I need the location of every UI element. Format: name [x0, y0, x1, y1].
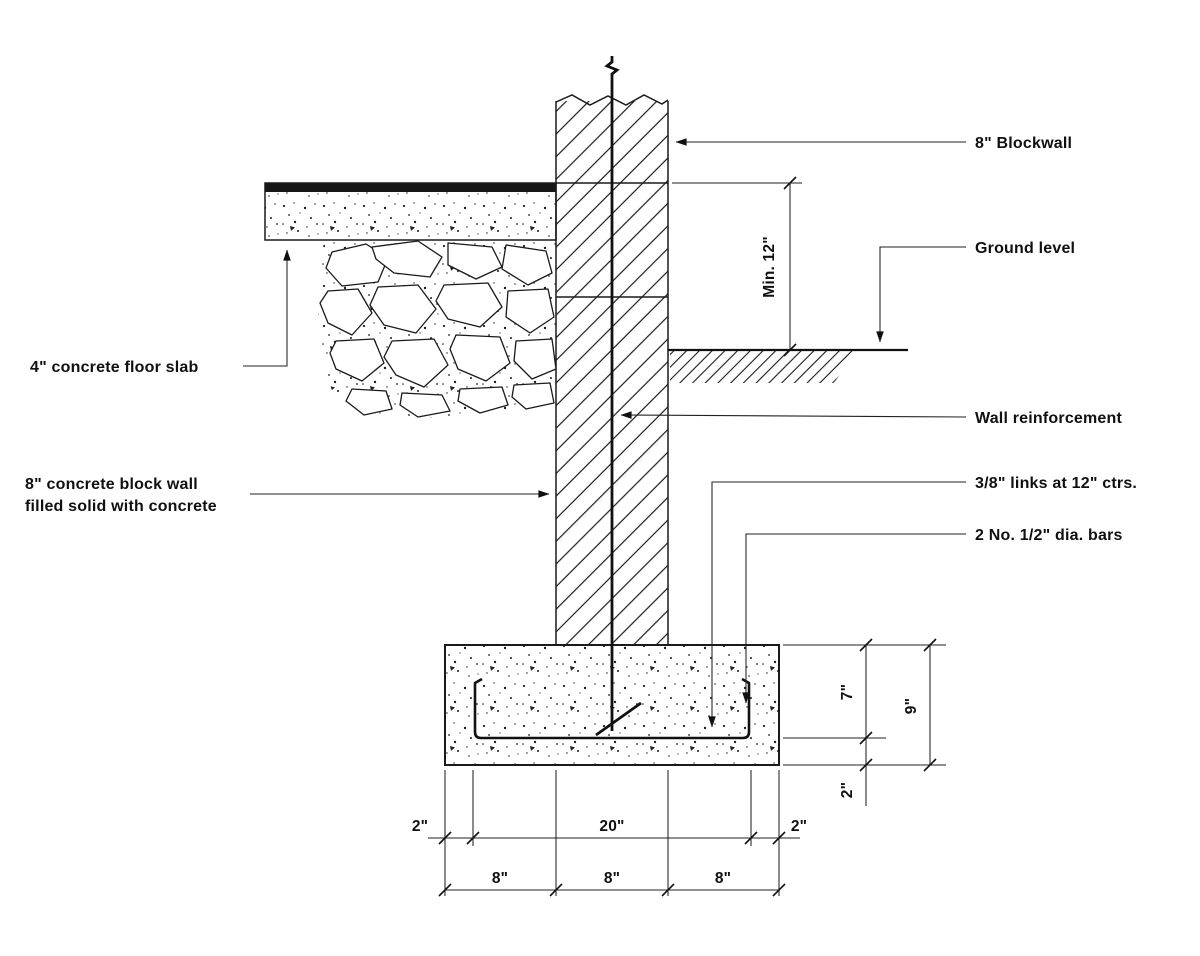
- hardcore-rubble: [318, 240, 557, 418]
- dim-text-20in: 20": [599, 818, 624, 835]
- dim-text-min-12: Min. 12": [761, 236, 778, 298]
- stone: [325, 243, 389, 287]
- stone: [369, 284, 437, 334]
- dim-footing-width: 2" 20" 2" 8" 8" 8": [412, 770, 807, 897]
- label-blockwall: 8" Blockwall: [975, 135, 1072, 152]
- stone: [449, 334, 511, 382]
- stone: [371, 240, 443, 278]
- stone: [501, 244, 553, 286]
- label-ground-level: Ground level: [975, 240, 1075, 257]
- stone: [511, 382, 555, 410]
- leader-bars: [742, 533, 966, 704]
- label-bars: 2 No. 1/2" dia. bars: [975, 527, 1123, 544]
- stone: [383, 338, 449, 388]
- dim-text-9in: 9": [903, 698, 920, 714]
- wall-top-break-line: [555, 94, 669, 106]
- dim-min-12: Min. 12": [672, 176, 802, 357]
- leader-links: [708, 481, 966, 728]
- label-block-wall-line2: filled solid with concrete: [25, 498, 217, 515]
- leader-lines: [243, 138, 967, 728]
- dim-text-2in-right: 2": [791, 818, 807, 835]
- stone: [345, 388, 393, 416]
- stone: [329, 338, 385, 382]
- dim-text-2in-cover: 2": [839, 782, 856, 798]
- footing-link-bar: [473, 677, 751, 740]
- leader-wall-reinforcement: [620, 411, 967, 419]
- dim-text-2in-left: 2": [412, 818, 428, 835]
- stone: [319, 288, 373, 336]
- dim-text-8in-left: 8": [492, 870, 508, 887]
- dim-footing-depth: 7" 2" 9": [783, 638, 946, 806]
- label-wall-reinforcement: Wall reinforcement: [975, 410, 1123, 427]
- stone: [435, 282, 503, 328]
- leader-ground-level: [876, 246, 966, 343]
- label-floor-slab: 4" concrete floor slab: [30, 359, 199, 376]
- stone: [457, 386, 509, 414]
- stone: [447, 242, 503, 280]
- label-links: 3/8" links at 12" ctrs.: [975, 475, 1137, 492]
- slab-top-screed-band: [265, 183, 556, 192]
- floor-slab: [264, 182, 557, 241]
- label-block-wall-line1: 8" concrete block wall: [25, 476, 198, 493]
- stone: [505, 288, 555, 334]
- stone: [513, 338, 557, 380]
- annotation-labels: 8" Blockwall Ground level Wall reinforce…: [25, 135, 1137, 544]
- dim-text-7in: 7": [839, 684, 856, 700]
- wall-reinforcement-bar: [595, 56, 642, 737]
- ground-level-line: [668, 348, 908, 383]
- dim-text-8in-mid: 8": [604, 870, 620, 887]
- leader-floor-slab: [243, 249, 291, 367]
- stone: [399, 392, 451, 418]
- dim-text-8in-right: 8": [715, 870, 731, 887]
